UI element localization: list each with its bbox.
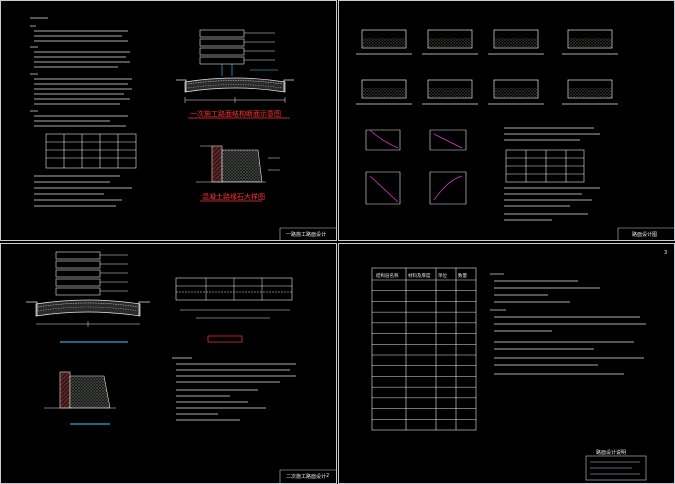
sheet-frame-bottom-left [0,243,337,484]
section-details-row2 [356,79,618,105]
title-block-text-bottom-right: 路面设计说明 [596,450,627,456]
page-number-bottom-right: 3 [664,250,668,256]
layer-callouts [199,29,278,76]
material-table [45,133,137,169]
table-rows [372,290,476,420]
table-header-cell: 数量 [458,272,467,279]
title-block-text-top-left: 一路施工路面设计 [286,232,327,238]
sheet-frame-top-right [338,0,675,241]
sheet-top-right [356,29,674,240]
notes-text-bl [172,357,296,421]
sheet-frame-bottom-right [338,243,675,484]
joint-detail-bl [175,277,293,343]
road-cross-section-bl [26,299,150,327]
notes-text-block [30,17,132,127]
sheet-bottom-left [26,251,336,483]
quantity-table-bottom-right [371,267,477,431]
title-block-bottom-right [585,455,647,481]
title-block-bottom-left [279,469,336,483]
road-cross-section [176,77,294,103]
notes-text-top-right [504,127,600,221]
title-block-top-left [279,227,336,240]
caption-sub: 混凝土路缘石大样图 [202,192,265,201]
notes-text-block-lower [34,175,132,207]
curb-detail [196,145,280,183]
curb-detail-bl [44,371,116,409]
title-block-text-bottom-left: 二次施工路面设计 [286,474,327,480]
sheet-top-left: 一次施工路面结构断面示意图 混凝土路缘石大样图 [30,17,336,240]
table-header-text: 结构层名称 材料及厚度 单位 数量 [376,272,467,279]
table-header-cell: 材料及厚度 [408,272,431,279]
sheet-bottom-right: 结构层名称 材料及厚度 单位 数量 [371,267,647,481]
title-block-top-right [617,227,674,240]
page-number-bottom-left: 2 [326,473,330,479]
section-detail-fills [363,38,611,97]
title-block-text-top-right: 路面设计图 [632,232,658,238]
table-header-cell: 单位 [438,272,447,279]
layer-callouts-bl [55,251,128,296]
sheet-frame-top-left [0,0,337,241]
quantity-table-top-right [505,149,585,183]
section-details-row1 [356,29,618,55]
table-header-cell: 结构层名称 [376,272,399,279]
corner-details [365,129,467,205]
caption-main: 一次施工路面结构断面示意图 [190,109,281,118]
notes-text-br [490,273,646,375]
